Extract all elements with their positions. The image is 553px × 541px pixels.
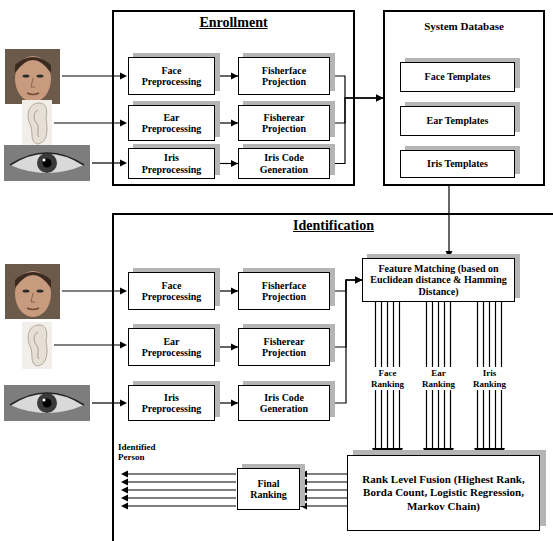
process-box: Iris Preprocessing — [128, 148, 215, 179]
process-box: Iris Templates — [400, 150, 515, 178]
process-box: Iris Preprocessing — [128, 385, 215, 421]
arrow-head — [231, 120, 238, 127]
arrow-head — [300, 471, 307, 510]
connector-line — [330, 98, 383, 164]
ranking-label: Iris Ranking — [468, 367, 512, 390]
arrow-head — [423, 448, 454, 455]
box-label: Iris Code Generation — [243, 152, 325, 175]
arrow-head — [355, 277, 362, 284]
box-label: Iris Templates — [427, 158, 488, 170]
output-label: Identified Person — [118, 442, 170, 463]
connector — [215, 120, 238, 127]
process-box: Fisherear Projection — [238, 328, 330, 366]
process-box: Face Templates — [400, 62, 515, 92]
process-box: Fisherface Projection — [238, 272, 330, 310]
box-label: Final Ranking — [242, 478, 295, 501]
process-box: Ear Templates — [400, 106, 515, 136]
ranking-label: Face Ranking — [366, 367, 410, 390]
input-arrows — [54, 76, 236, 506]
arrow-head — [231, 288, 238, 295]
connector-line — [330, 76, 383, 98]
ear-photo — [22, 100, 52, 147]
box-label: Ear Templates — [427, 115, 489, 127]
box-label: Iris Code Generation — [243, 392, 325, 415]
connector-line — [330, 98, 383, 123]
connector-line — [300, 474, 347, 506]
ranking-label: Ear Ranking — [417, 367, 461, 390]
process-box: Fisherface Projection — [238, 57, 330, 95]
arrow-head — [231, 400, 238, 407]
database-panel: Face TemplatesEar TemplatesIris Template… — [383, 10, 545, 186]
process-box: Iris Code Generation — [238, 385, 330, 421]
box-label: Fisherear Projection — [243, 336, 325, 359]
arrow-head — [231, 344, 238, 351]
process-box: Fisherear Projection — [238, 105, 330, 141]
eye-photo — [4, 385, 90, 421]
box-label: Face Templates — [425, 71, 491, 83]
box-label: Fisherface Projection — [243, 65, 325, 88]
process-box: Ear Preprocessing — [128, 328, 215, 366]
connector — [330, 277, 362, 404]
connector — [330, 95, 383, 164]
box-label: Ear Preprocessing — [133, 112, 210, 135]
ear-photo — [22, 322, 52, 369]
connector-line — [448, 186, 449, 258]
process-box: Feature Matching (based on Euclidean dis… — [362, 258, 515, 302]
arrow-head — [376, 95, 383, 102]
arrow-head — [355, 277, 362, 284]
box-label: Iris Preprocessing — [133, 392, 210, 415]
connector — [300, 471, 347, 510]
connector — [215, 73, 238, 80]
box-label: Feature Matching (based on Euclidean dis… — [367, 263, 510, 298]
connector — [446, 186, 453, 258]
box-label: Fisherface Projection — [243, 280, 325, 303]
face-photo — [5, 264, 60, 319]
arrow-head — [446, 251, 453, 258]
eye-photo — [4, 145, 90, 181]
connector — [215, 400, 238, 407]
arrow-head — [355, 277, 362, 284]
box-label: Fisherear Projection — [243, 112, 325, 135]
process-box: Ear Preprocessing — [128, 105, 215, 141]
arrow-head — [231, 160, 238, 167]
process-box: Final Ranking — [237, 468, 300, 510]
arrow-head — [376, 95, 383, 102]
panel-title: System Database — [385, 20, 543, 33]
face-photo — [5, 49, 60, 104]
arrow-head — [372, 448, 403, 455]
box-label: Iris Preprocessing — [133, 152, 210, 175]
panel-title: Enrollment — [114, 15, 353, 32]
connector — [330, 95, 383, 124]
arrow-head — [231, 73, 238, 80]
arrow-head — [376, 95, 383, 102]
panel-title: Identification — [114, 218, 553, 235]
process-box: Rank Level Fusion (Highest Rank, Borda C… — [347, 455, 540, 531]
connector — [215, 288, 238, 295]
stage-panel: Face PreprocessingFisherface ProjectionE… — [112, 10, 355, 186]
arrow-head — [474, 448, 505, 455]
box-label: Rank Level Fusion (Highest Rank, Borda C… — [356, 473, 531, 513]
connector-line — [330, 280, 362, 403]
process-box: Iris Code Generation — [238, 148, 330, 179]
connector — [215, 160, 238, 167]
box-label: Face Preprocessing — [133, 65, 210, 88]
box-label: Ear Preprocessing — [133, 336, 210, 359]
process-box: Face Preprocessing — [128, 57, 215, 95]
connector — [215, 344, 238, 351]
box-label: Face Preprocessing — [133, 280, 210, 303]
process-box: Face Preprocessing — [128, 272, 215, 310]
